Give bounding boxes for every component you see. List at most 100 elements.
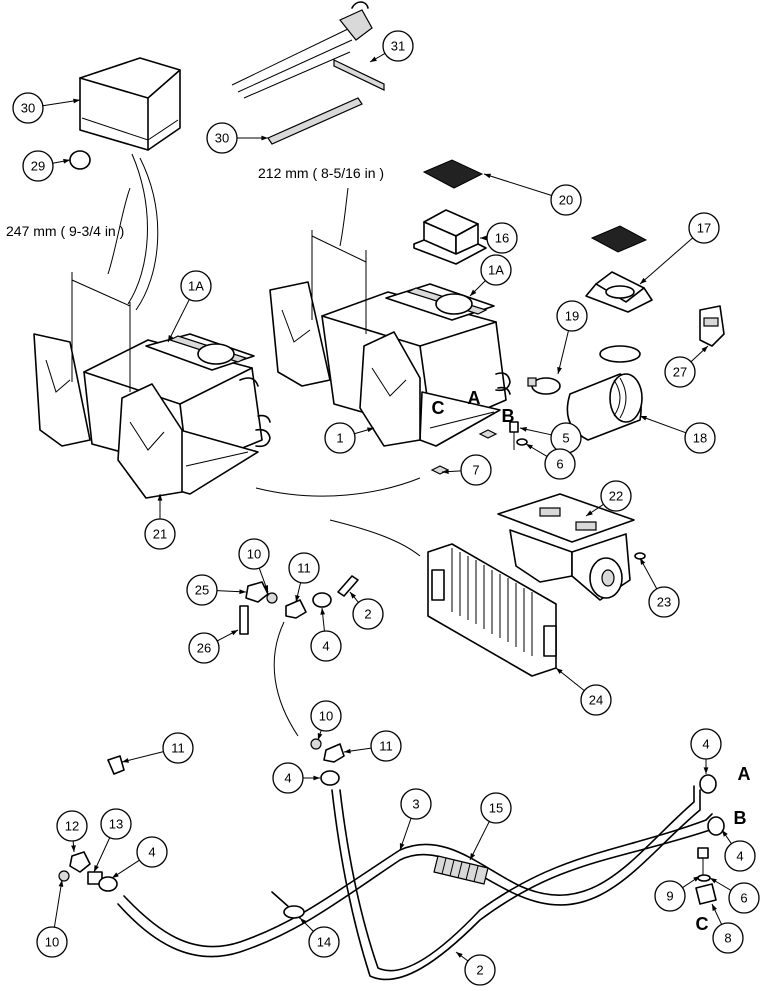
callout-arrowhead xyxy=(712,904,717,911)
callout-bubble xyxy=(136,836,168,868)
callout-arrowhead xyxy=(73,98,80,104)
callout-leader xyxy=(557,330,569,375)
seal-strips xyxy=(231,1,385,145)
hose-sleeve-15 xyxy=(433,855,489,885)
plug xyxy=(69,150,91,170)
callout-c11c: 11 xyxy=(121,732,194,764)
callout-arrowhead xyxy=(263,585,268,592)
callout-label: 6 xyxy=(556,457,563,472)
callout-c24: 24 xyxy=(555,667,612,716)
callout-label: 9 xyxy=(666,889,673,904)
mount-bolt-5 xyxy=(509,421,519,450)
callout-label: 5 xyxy=(562,431,569,446)
letter-c-hose: C xyxy=(696,914,709,934)
callout-c4a: 4 xyxy=(310,607,342,662)
callout-c31: 31 xyxy=(369,30,414,63)
callout-bubble xyxy=(238,538,270,570)
callout-bubble xyxy=(288,552,320,584)
heater-hose-2 xyxy=(331,789,717,981)
callout-label: 1A xyxy=(188,279,204,294)
callout-bubble xyxy=(684,422,716,454)
callout-c11a: 11 xyxy=(288,552,320,603)
callout-c23: 23 xyxy=(639,557,680,618)
callout-bubble xyxy=(272,762,304,794)
callout-label: 2 xyxy=(476,963,483,978)
callout-arrowhead xyxy=(313,775,320,781)
callout-c4b: 4 xyxy=(272,762,320,794)
callout-c1Aa: 1A xyxy=(167,270,212,343)
callout-c18: 18 xyxy=(639,415,716,454)
callout-bubble xyxy=(728,882,760,914)
heater-flap-left-front xyxy=(117,383,183,499)
callout-label: 13 xyxy=(109,817,123,832)
callout-arrowhead xyxy=(520,427,527,432)
callout-bubble xyxy=(180,270,212,302)
callout-bubble xyxy=(382,30,414,62)
callout-arrowhead xyxy=(94,865,99,872)
callout-label: 12 xyxy=(65,819,79,834)
callout-c15: 15 xyxy=(469,792,512,861)
callout-bubble xyxy=(162,732,194,764)
callout-c19: 19 xyxy=(556,300,588,375)
guide-lines xyxy=(127,153,421,737)
callout-label: 1A xyxy=(488,263,504,278)
callout-arrowhead xyxy=(63,158,70,164)
heater-flap-left-rear xyxy=(33,333,91,447)
callout-arrowhead xyxy=(640,558,646,565)
callout-label: 1 xyxy=(336,431,343,446)
callout-arrowhead xyxy=(480,235,487,241)
callout-label: 22 xyxy=(609,489,623,504)
heater-core-24 xyxy=(427,543,557,677)
callout-arrowhead xyxy=(586,510,593,516)
tee-12 xyxy=(69,851,91,873)
callout-bubble xyxy=(580,684,612,716)
callout-arrowhead xyxy=(239,589,246,595)
callout-c7: 7 xyxy=(441,454,492,486)
callout-leader xyxy=(483,173,552,196)
callout-bubble xyxy=(460,454,492,486)
hose-clamp-4a xyxy=(312,592,332,608)
callout-arrowhead xyxy=(710,878,717,884)
callout-c22: 22 xyxy=(585,480,632,517)
callout-c1: 1 xyxy=(324,422,375,454)
heater-hose-3 xyxy=(117,785,701,958)
callout-arrowhead xyxy=(261,135,268,141)
callout-bubble xyxy=(690,728,722,760)
hose-support-14 xyxy=(271,891,305,919)
callout-arrowhead xyxy=(320,608,326,615)
callout-arrowhead xyxy=(470,289,477,296)
callout-c6b: 6 xyxy=(709,877,760,914)
callout-c12: 12 xyxy=(56,810,88,853)
dimension-left: 247 mm ( 9-3/4 in ) xyxy=(6,187,131,392)
callout-c20: 20 xyxy=(483,173,582,216)
callout-label: 20 xyxy=(559,193,573,208)
duct-adapter-16 xyxy=(413,209,487,265)
callout-arrowhead xyxy=(703,767,709,774)
letter-b-hose: B xyxy=(734,808,747,828)
insulation-box xyxy=(79,57,181,151)
callout-arrowhead xyxy=(556,668,563,674)
callout-label: 7 xyxy=(472,463,479,478)
filter-bottom xyxy=(590,225,648,253)
bushing-10a xyxy=(266,592,278,604)
callout-arrowhead xyxy=(231,630,238,636)
callout-c6a: 6 xyxy=(525,443,576,480)
dimension-left-text: 247 mm ( 9-3/4 in ) xyxy=(6,223,124,239)
callout-c26: 26 xyxy=(188,629,239,664)
nipple-26 xyxy=(239,605,249,635)
callout-bubble xyxy=(544,448,576,480)
callout-bubble xyxy=(654,880,686,912)
callout-label: 4 xyxy=(322,639,329,654)
callout-bubble xyxy=(464,954,496,986)
callout-bubble xyxy=(486,222,518,254)
callout-arrowhead xyxy=(442,469,449,475)
callout-bubble xyxy=(688,212,720,244)
callout-bubble xyxy=(480,792,512,824)
callout-c4c: 4 xyxy=(111,836,168,879)
callout-label: 18 xyxy=(693,431,707,446)
callout-leader xyxy=(167,299,190,343)
mount-nut-7b xyxy=(478,429,498,439)
callout-c10c: 10 xyxy=(36,879,68,958)
callout-label: 29 xyxy=(31,159,45,174)
